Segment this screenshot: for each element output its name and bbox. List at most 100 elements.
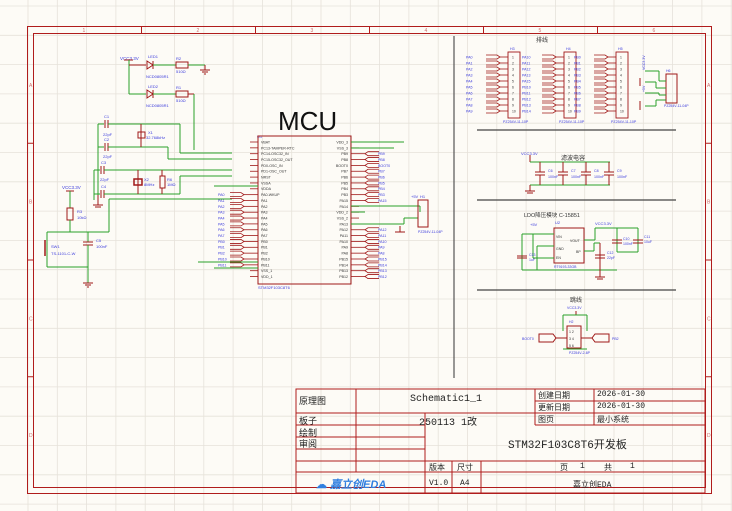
header-net-label: PB9: [574, 109, 581, 113]
header-pin-number: 10: [620, 109, 624, 113]
net-flag: [364, 274, 379, 279]
net-flag: [486, 72, 501, 78]
cloud-logo-icon: ☁: [316, 479, 327, 491]
cap-ref: C8: [594, 169, 599, 173]
c12-value: 22pF: [607, 256, 615, 260]
x1-value: 32.768kHz: [146, 135, 165, 140]
mcu-pin-label: PB1: [261, 246, 268, 250]
net-flag: [542, 96, 557, 102]
header-net-label: PB1: [574, 61, 581, 65]
c10-value: 100nF: [623, 242, 633, 246]
header-net-label: PA2: [466, 67, 473, 71]
mcu-pin-label: NRST: [261, 176, 272, 180]
mcu-pin-label: VDD_3: [336, 140, 348, 144]
net-label: PB2: [218, 252, 225, 256]
net-flag: [542, 60, 557, 66]
net-flag: [364, 244, 379, 250]
net-label: PB6: [378, 176, 385, 180]
r6-ref: R6: [167, 177, 173, 182]
net-label: PB7: [378, 170, 385, 174]
frame-row-label: A: [29, 83, 33, 89]
mcu-pin-label: PB9: [341, 152, 348, 156]
header-net-label: PB13: [522, 103, 531, 107]
net-label: PB1: [218, 246, 225, 250]
c12-ref: C12: [607, 251, 613, 255]
tb-page-value: 最小系统: [597, 416, 629, 425]
cap-value: 100nF: [617, 175, 628, 179]
header-pin-number: 3: [620, 67, 622, 71]
net-flag: [230, 233, 245, 239]
c5-ref: C5: [96, 238, 102, 243]
net-label: PB8: [378, 158, 385, 162]
net-flag: [230, 250, 245, 256]
mcu-part: STM32F103C8T6: [258, 285, 291, 290]
cap-ref: C7: [571, 169, 576, 173]
header-pin-number: 1: [512, 55, 514, 59]
header-net-label: PB4: [574, 79, 581, 83]
net-label: PA15: [378, 199, 387, 203]
net-flag: [230, 244, 245, 250]
frame-row-label: C: [29, 316, 33, 322]
net-label: PA4: [218, 216, 225, 220]
led-circuit: VCC3.3V LED1 NCD0805R1 R2 510Ω LED2 NCD0…: [120, 54, 210, 150]
header-net-label: PA12: [522, 67, 531, 71]
mcu-pin-label: PC15-OSC32_OUT: [261, 158, 293, 162]
net-flag: [594, 96, 609, 102]
mcu-pin-label: PA9: [341, 246, 348, 250]
c11-value: 10uF: [644, 240, 652, 244]
mcu-pin-label: PC14-OSC32_IN: [261, 152, 289, 156]
mcu-pin-label: PB15: [339, 257, 348, 261]
header-net-label: PA1: [466, 61, 473, 65]
net-flag: [230, 203, 245, 209]
frame-row-label: C: [707, 316, 711, 322]
net-flag: [230, 198, 245, 203]
frame-column-label: 4: [425, 28, 428, 34]
tb-version-label: 版本: [429, 464, 445, 473]
c3-value: 22pF: [100, 177, 110, 182]
net-flag: [594, 54, 609, 60]
tb-schematic-label: 原理图: [299, 397, 327, 407]
pin-header-title: 排线: [536, 36, 548, 44]
jumper-title: 跳线: [570, 296, 582, 304]
net-label: PB13: [378, 269, 387, 273]
mcu-pin-label: PA15: [339, 199, 348, 203]
net-flag: [230, 192, 245, 198]
net-flag: [486, 96, 501, 102]
net-label: PB3: [378, 193, 385, 197]
net-flag: [594, 102, 609, 108]
mcu-pin-label: VSS_2: [337, 216, 348, 220]
tb-board-value: 250113 1改: [419, 418, 478, 429]
ldo-5v-label: +5V: [530, 222, 538, 227]
header-net-label: PA3: [466, 73, 473, 77]
net-label: PB9: [378, 152, 385, 156]
crystal-x2: [133, 178, 143, 186]
frame-row-label: A: [707, 83, 711, 89]
header-net-label: PA7: [466, 97, 473, 101]
net-flag: [542, 90, 557, 96]
net-flag: [594, 66, 609, 72]
frame-column-label: 3: [311, 28, 314, 34]
jumper-pin-nums-1: 1 2: [569, 330, 574, 334]
mcu-pin-label: PB3: [341, 193, 348, 197]
net-flag: [364, 233, 379, 239]
frame-row-label: B: [29, 200, 33, 206]
header-net-label: PA4: [466, 79, 473, 83]
cap-value: 100nF: [548, 175, 559, 179]
led2-icon: [146, 89, 154, 99]
tb-version-value: V1.0: [429, 479, 449, 488]
header-net-label: PB5: [574, 85, 581, 89]
tb-page-total: 1: [630, 462, 635, 471]
tb-created-label: 创建日期: [538, 392, 570, 401]
c4-ref: C4: [101, 184, 107, 189]
header-pin-number: 2: [512, 61, 514, 65]
header-net-label: PA9: [466, 109, 473, 113]
header-pin-number: 7: [568, 91, 570, 95]
net-flag: [542, 102, 557, 108]
ldo-section: LDO降压模块 C-15851 +5V U2 VIN GND EN VOUT B…: [517, 211, 652, 280]
jumper-pin-nums-2: 3 4: [569, 337, 574, 341]
net-flag: [486, 84, 501, 90]
tb-page-num: 1: [580, 462, 585, 471]
ldo-pin-bp: BP: [576, 250, 581, 254]
net-flag: [486, 102, 501, 108]
